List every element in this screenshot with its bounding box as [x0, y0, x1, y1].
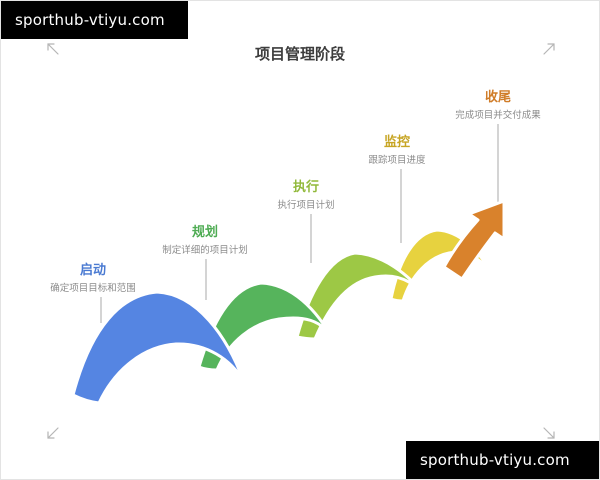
phase-execution-description: 执行项目计划	[277, 200, 335, 211]
phase-closing-label: 收尾	[484, 90, 511, 105]
phase-closing: 收尾 完成项目并交付成果	[423, 90, 573, 122]
phase-initiation-description: 确定项目目标和范围	[50, 283, 136, 294]
watermark-bottom-right: sporthub-vtiyu.com	[406, 441, 599, 479]
phase-monitoring: 监控 跟踪项目进度	[322, 135, 472, 167]
phase-planning-description: 制定详细的项目计划	[162, 245, 248, 256]
ribbon-arrow-closing	[442, 199, 506, 281]
phase-planning: 规划 制定详细的项目计划	[130, 225, 280, 257]
ribbon-segment-planning	[197, 281, 336, 372]
page-title: 项目管理阶段	[254, 45, 345, 63]
phase-monitoring-label: 监控	[383, 135, 410, 150]
phase-execution-label: 执行	[292, 180, 319, 195]
ribbon-segment-initiation	[71, 290, 246, 405]
phase-planning-label: 规划	[191, 225, 218, 240]
ribbon-segment-execution	[295, 251, 431, 341]
phase-closing-description: 完成项目并交付成果	[455, 110, 541, 121]
watermark-top-left: sporthub-vtiyu.com	[1, 1, 188, 39]
phase-monitoring-description: 跟踪项目进度	[368, 155, 426, 166]
corner-mark-bottom-right	[543, 427, 555, 439]
phase-initiation-label: 启动	[79, 263, 106, 278]
phase-execution: 执行 执行项目计划	[231, 180, 381, 212]
corner-mark-bottom-left	[47, 427, 59, 439]
phase-initiation: 启动 确定项目目标和范围	[18, 263, 168, 295]
corner-mark-top-right	[543, 43, 555, 55]
corner-mark-top-left	[47, 43, 59, 55]
